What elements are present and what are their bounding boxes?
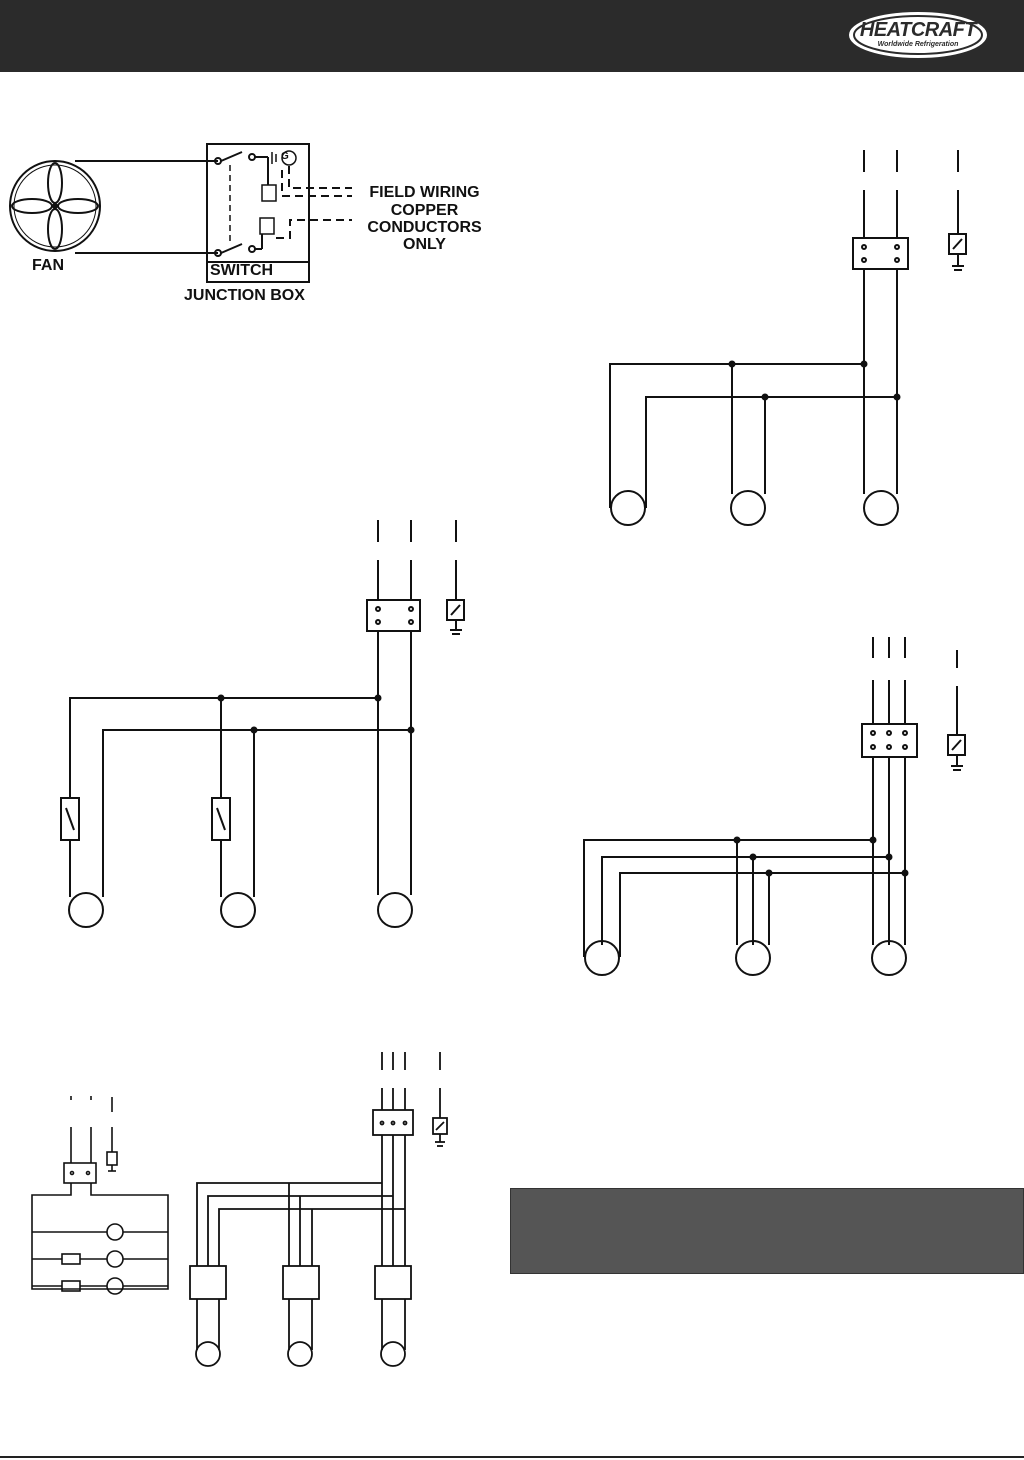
ground-terminal-icon: [281, 150, 297, 166]
footer-rule: [0, 1456, 1024, 1458]
junction-box: [206, 143, 310, 283]
diagram-b: [60, 520, 465, 928]
motor-icon: [735, 940, 771, 976]
motor-icon: [610, 490, 646, 526]
motor-icon: [871, 940, 907, 976]
heatcraft-logo: HEATCRAFT Worldwide Refrigeration: [848, 10, 988, 60]
page-header: HEATCRAFT Worldwide Refrigeration: [0, 0, 1024, 72]
diagram-e: [189, 1052, 448, 1367]
motor-icon: [220, 892, 256, 928]
motor-icon: [106, 1250, 124, 1268]
brand-tagline: Worldwide Refrigeration: [877, 41, 959, 48]
motor-icon: [584, 940, 620, 976]
diagram-c: [583, 637, 966, 976]
motor-icon: [380, 1341, 406, 1367]
conductors-label: CONDUCTORS: [367, 219, 482, 236]
wire-nut-icon: [259, 217, 275, 235]
ground-lug-icon: [106, 1151, 118, 1166]
wire-nut-icon: [261, 184, 277, 202]
thermal-protector-icon: [61, 1280, 81, 1292]
fan-label: FAN: [32, 257, 64, 274]
motor-protector-block: [374, 1265, 412, 1300]
motor-icon: [68, 892, 104, 928]
field-wiring-label: FIELD WIRING: [369, 184, 480, 201]
motor-icon: [195, 1341, 221, 1367]
fan-blade: [47, 208, 63, 250]
motor-icon: [106, 1223, 124, 1241]
motor-protector-block: [282, 1265, 320, 1300]
diagram-d: [31, 1096, 169, 1295]
switch-label: SWITCH: [210, 262, 274, 279]
motor-icon: [863, 490, 899, 526]
copper-label: COPPER: [390, 202, 459, 219]
junction-box-label: JUNCTION BOX: [184, 287, 305, 304]
diagram-a: [609, 150, 967, 526]
fan-blade: [47, 162, 63, 204]
motor-icon: [377, 892, 413, 928]
motor-icon: [287, 1341, 313, 1367]
terminal-block: [861, 723, 918, 758]
fan-icon: [9, 160, 101, 252]
note-box: [510, 1188, 1024, 1274]
logo-ellipse-icon: [849, 12, 987, 58]
fan-blade: [11, 198, 53, 214]
motor-icon: [730, 490, 766, 526]
motor-icon: [106, 1277, 124, 1295]
fan-blade: [57, 198, 99, 214]
only-label: ONLY: [403, 236, 446, 253]
thermal-protector-icon: [61, 1253, 81, 1265]
terminal-block: [366, 599, 421, 632]
ground-symbol-label: G: [281, 151, 289, 162]
brand-name: HEATCRAFT: [859, 19, 977, 41]
fan-junction-diagram: [9, 143, 352, 283]
terminal-block: [852, 237, 909, 270]
motor-protector-block: [189, 1265, 227, 1300]
terminal-block: [63, 1162, 97, 1184]
